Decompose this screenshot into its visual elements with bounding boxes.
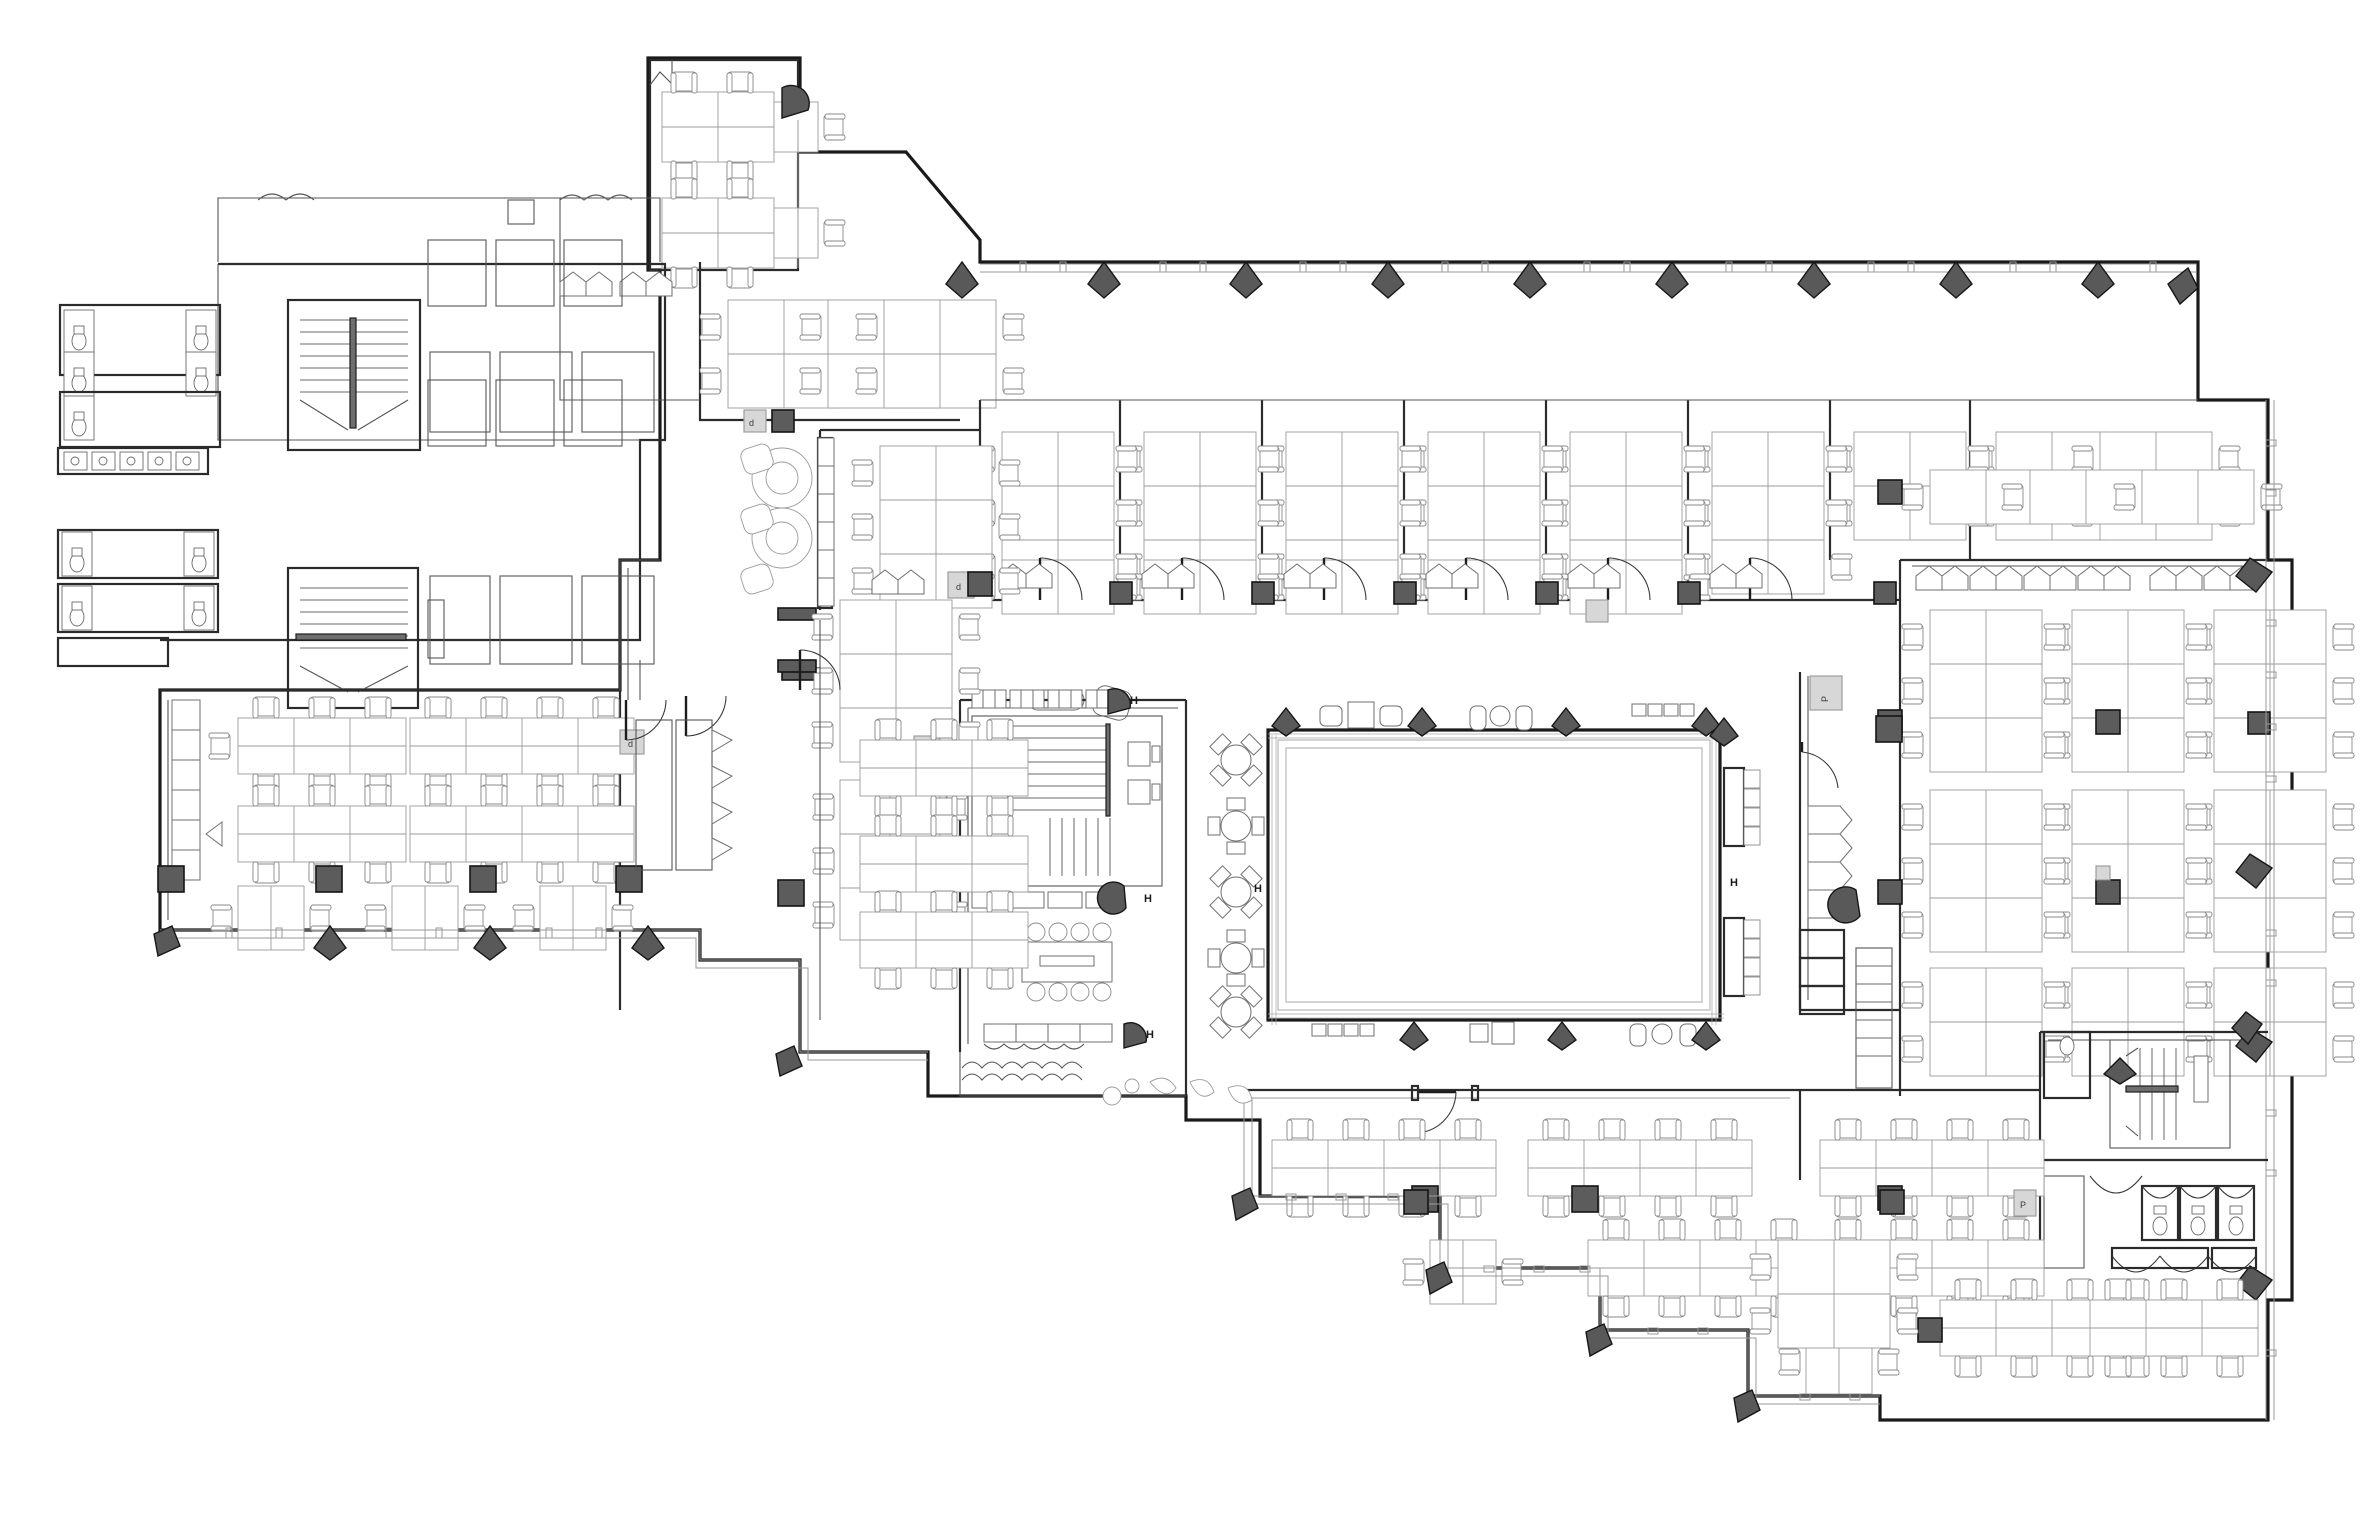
atrium-top-nodes: [1270, 706, 1722, 737]
stair-treads-2: [295, 587, 409, 693]
south-door[interactable]: [1410, 1084, 1480, 1133]
hose-reel-icon-corr: [1827, 886, 1861, 924]
riser-panel-tag: [1809, 675, 1843, 711]
facade-nodes-southwest: [153, 924, 803, 1078]
hose-reel-label-atrium-right: H: [1730, 877, 1738, 889]
north-tower-desks: [559, 262, 1024, 422]
hose-reel-icon-2: [1096, 881, 1127, 915]
door-tag-label-2: d: [956, 582, 961, 592]
south-facade: [1231, 1090, 1880, 1424]
column-row-west: [157, 865, 805, 907]
door-tag-label: d: [749, 418, 754, 428]
facade-node-se-2: [2102, 1057, 2138, 1085]
hose-reel-icon: [1107, 687, 1132, 715]
hose-reel-label-1: H: [1130, 695, 1138, 707]
north-facade: [945, 260, 2199, 306]
atrium-bottom-furniture: [1311, 1021, 1697, 1047]
central-atrium: H H: [1196, 701, 1761, 1052]
stair-core-2: [286, 566, 445, 710]
wc-block-south: [56, 528, 220, 668]
column-grid-east: [1877, 479, 2271, 905]
facade-nodes-north: [945, 260, 2199, 306]
facade-nodes-south: [1231, 1187, 1761, 1424]
nw-service-core: d: [56, 262, 795, 710]
facade-mullions-south: [1285, 1193, 1861, 1401]
facade-mullions-north: [1019, 261, 2157, 273]
bench-marker: [777, 607, 817, 621]
west-wall-storage: [171, 699, 201, 881]
lounge-tables: [740, 443, 813, 595]
planters: [1102, 1077, 1253, 1106]
riser-panel-label: P: [1820, 696, 1830, 702]
atrium-edge-hatch: [1268, 733, 1724, 1025]
nw-tower-zone: [648, 58, 845, 289]
facade-node-icon: [781, 84, 810, 119]
atrium-bottom-nodes: [1398, 1020, 1722, 1051]
door-tag-label-3: d: [628, 739, 633, 749]
west-partition-detail: [619, 559, 734, 871]
atrium-right-benches: [1722, 766, 1761, 998]
nw-upper-shell: [217, 193, 661, 447]
atrium-left-tables: [1196, 720, 1275, 1051]
facade-mullions-sw: [225, 927, 603, 939]
sink-run-north: [56, 446, 210, 476]
west-south-facade: [153, 924, 928, 1078]
panel-label-2: P: [2020, 1200, 2026, 1210]
hose-reel-icon-atrium: [1708, 716, 1740, 747]
stair-core-4: [2109, 1039, 2231, 1149]
column-marker: [771, 409, 795, 433]
wc-block-se: [2140, 1184, 2256, 1242]
hose-reel-label-2: H: [1144, 893, 1152, 905]
hose-reel-label-atrium-left: H: [1254, 883, 1262, 895]
door-set-central[interactable]: [624, 649, 841, 741]
av-panels: [1127, 741, 1161, 805]
wc-single-se: [2042, 1030, 2092, 1100]
panel-tag-2: [2013, 1189, 2037, 1217]
facade-node-se: [2231, 1011, 2263, 1046]
corridor-door[interactable]: [1800, 742, 1839, 789]
atrium-top-furniture: [1319, 701, 1695, 731]
southwest-transition: [959, 1052, 1253, 1106]
hose-reel-icon-3: [1123, 1021, 1148, 1049]
east-open-plan: [1877, 470, 2354, 1096]
stair-core-3: [1798, 928, 1893, 1089]
east-corridor-riser: P: [1798, 672, 1903, 1089]
west-open-plan: [157, 688, 805, 1010]
boardroom-table: [1021, 922, 1113, 1002]
hose-reel-label-3: H: [1146, 1029, 1154, 1041]
lower-centre-desks: [860, 719, 1028, 989]
storage-run-east-top: [1915, 565, 2257, 591]
facade-mullions-east: [2265, 439, 2277, 1357]
south-centre-open-plan: [1244, 1084, 1918, 1348]
stair-core-1: [286, 298, 422, 452]
stair-treads-1: [299, 317, 409, 431]
wc-block-north: [58, 303, 222, 449]
shelf-run: [817, 437, 835, 607]
terrace-steps: [961, 1061, 1083, 1081]
bench-seating-lower: [983, 1023, 1113, 1050]
lift-room-row: [429, 351, 655, 665]
